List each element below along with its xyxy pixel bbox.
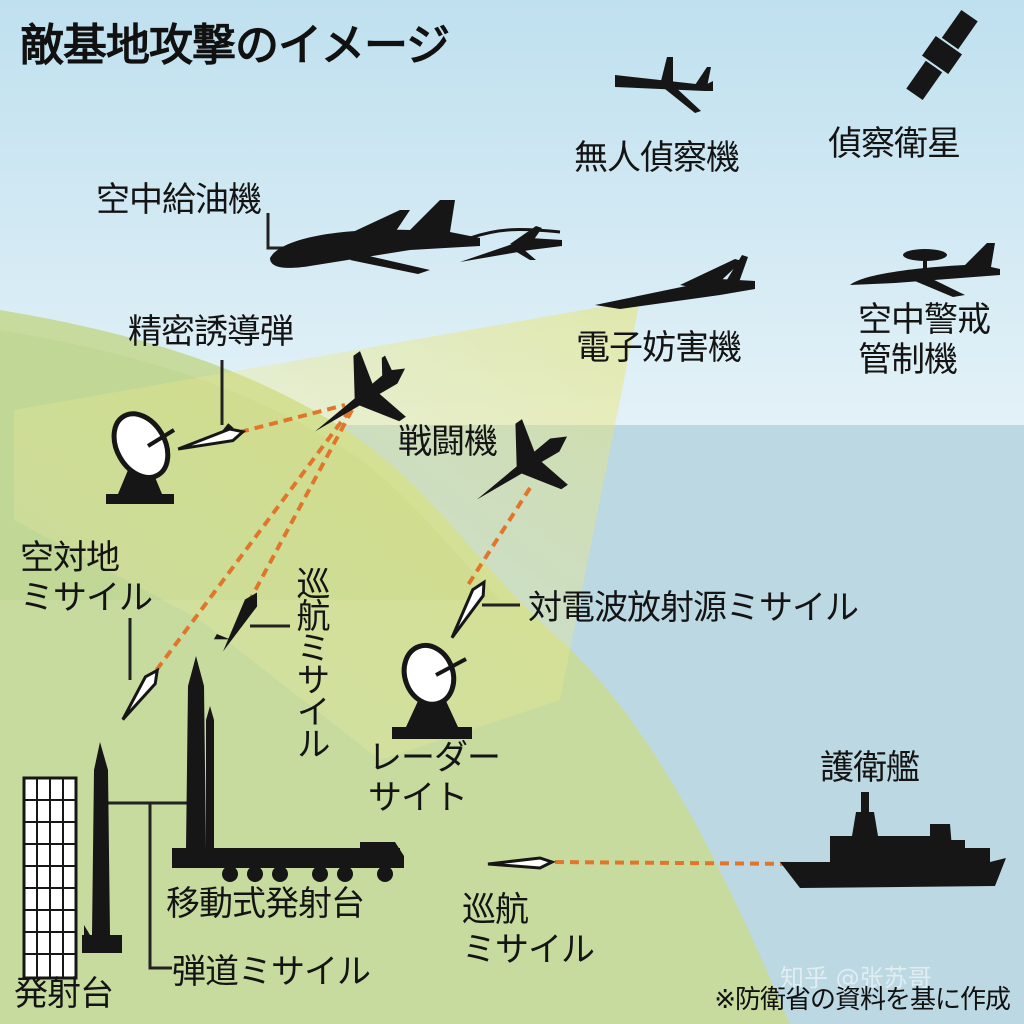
diagram-title: 敵基地攻撃のイメージ — [20, 20, 450, 71]
ecm-beam — [14, 300, 640, 760]
label-ballistic-missile: 弾道ミサイル — [172, 952, 371, 992]
label-radar-site: レーダー サイト — [368, 738, 501, 818]
source-footnote: ※防衛省の資料を基に作成 — [714, 985, 1011, 1015]
ballistic-missile-fixed-icon — [82, 742, 122, 953]
label-pgm: 精密誘導弾 — [128, 312, 294, 352]
fighter-icon-lower — [476, 419, 568, 500]
leader-ballistic-down — [148, 803, 172, 970]
destroyer-icon — [780, 792, 1006, 888]
label-launch-pad: 発射台 — [14, 974, 114, 1014]
label-asm: 空対地 ミサイル — [20, 538, 153, 618]
trail-asm — [153, 408, 352, 674]
ballistic-missile-mobile-icon — [186, 656, 214, 850]
label-ecm: 電子妨害機 — [576, 328, 742, 368]
uav-icon — [615, 57, 713, 113]
refuel-hose — [469, 228, 561, 240]
label-satellite: 偵察衛星 — [828, 124, 961, 164]
launch-tower-icon — [22, 776, 78, 980]
tanker-icon — [270, 200, 480, 274]
label-cruise-missile-air: 巡航ミサイル — [290, 566, 330, 758]
trail-cruise-sea — [554, 860, 801, 866]
missile-trails — [153, 403, 801, 866]
pgm-icon — [177, 423, 247, 451]
arm-icon — [450, 579, 486, 639]
receiver-jet-icon — [460, 226, 562, 262]
trail-arm — [466, 486, 532, 587]
radar-dish-left-icon — [106, 411, 176, 504]
cruise-missile-sea-icon — [487, 856, 556, 870]
label-cruise-missile-sea: 巡航 ミサイル — [462, 890, 595, 970]
watermark-text: 知乎 @张苏哥 — [780, 964, 932, 992]
trail-cruise-air — [248, 409, 354, 601]
fighter-icon-top — [314, 351, 406, 432]
label-awacs: 空中警戒 管制機 — [858, 300, 991, 380]
label-mobile-launcher: 移動式発射台 — [166, 884, 365, 924]
label-tanker: 空中給油機 — [96, 180, 262, 220]
ecm-aircraft-icon — [595, 255, 755, 309]
trail-pgm — [239, 403, 346, 434]
label-destroyer: 護衛艦 — [820, 748, 920, 788]
asm-icon — [121, 667, 160, 721]
tel-truck-icon — [172, 842, 404, 882]
label-arm: 対電波放射源ミサイル — [528, 588, 859, 628]
radar-site-icon — [392, 642, 472, 739]
cruise-missile-air-icon — [213, 592, 258, 652]
satellite-icon — [906, 9, 978, 101]
label-uav: 無人偵察機 — [574, 138, 740, 178]
label-fighter: 戦闘機 — [398, 422, 498, 462]
awacs-icon — [850, 243, 1000, 297]
